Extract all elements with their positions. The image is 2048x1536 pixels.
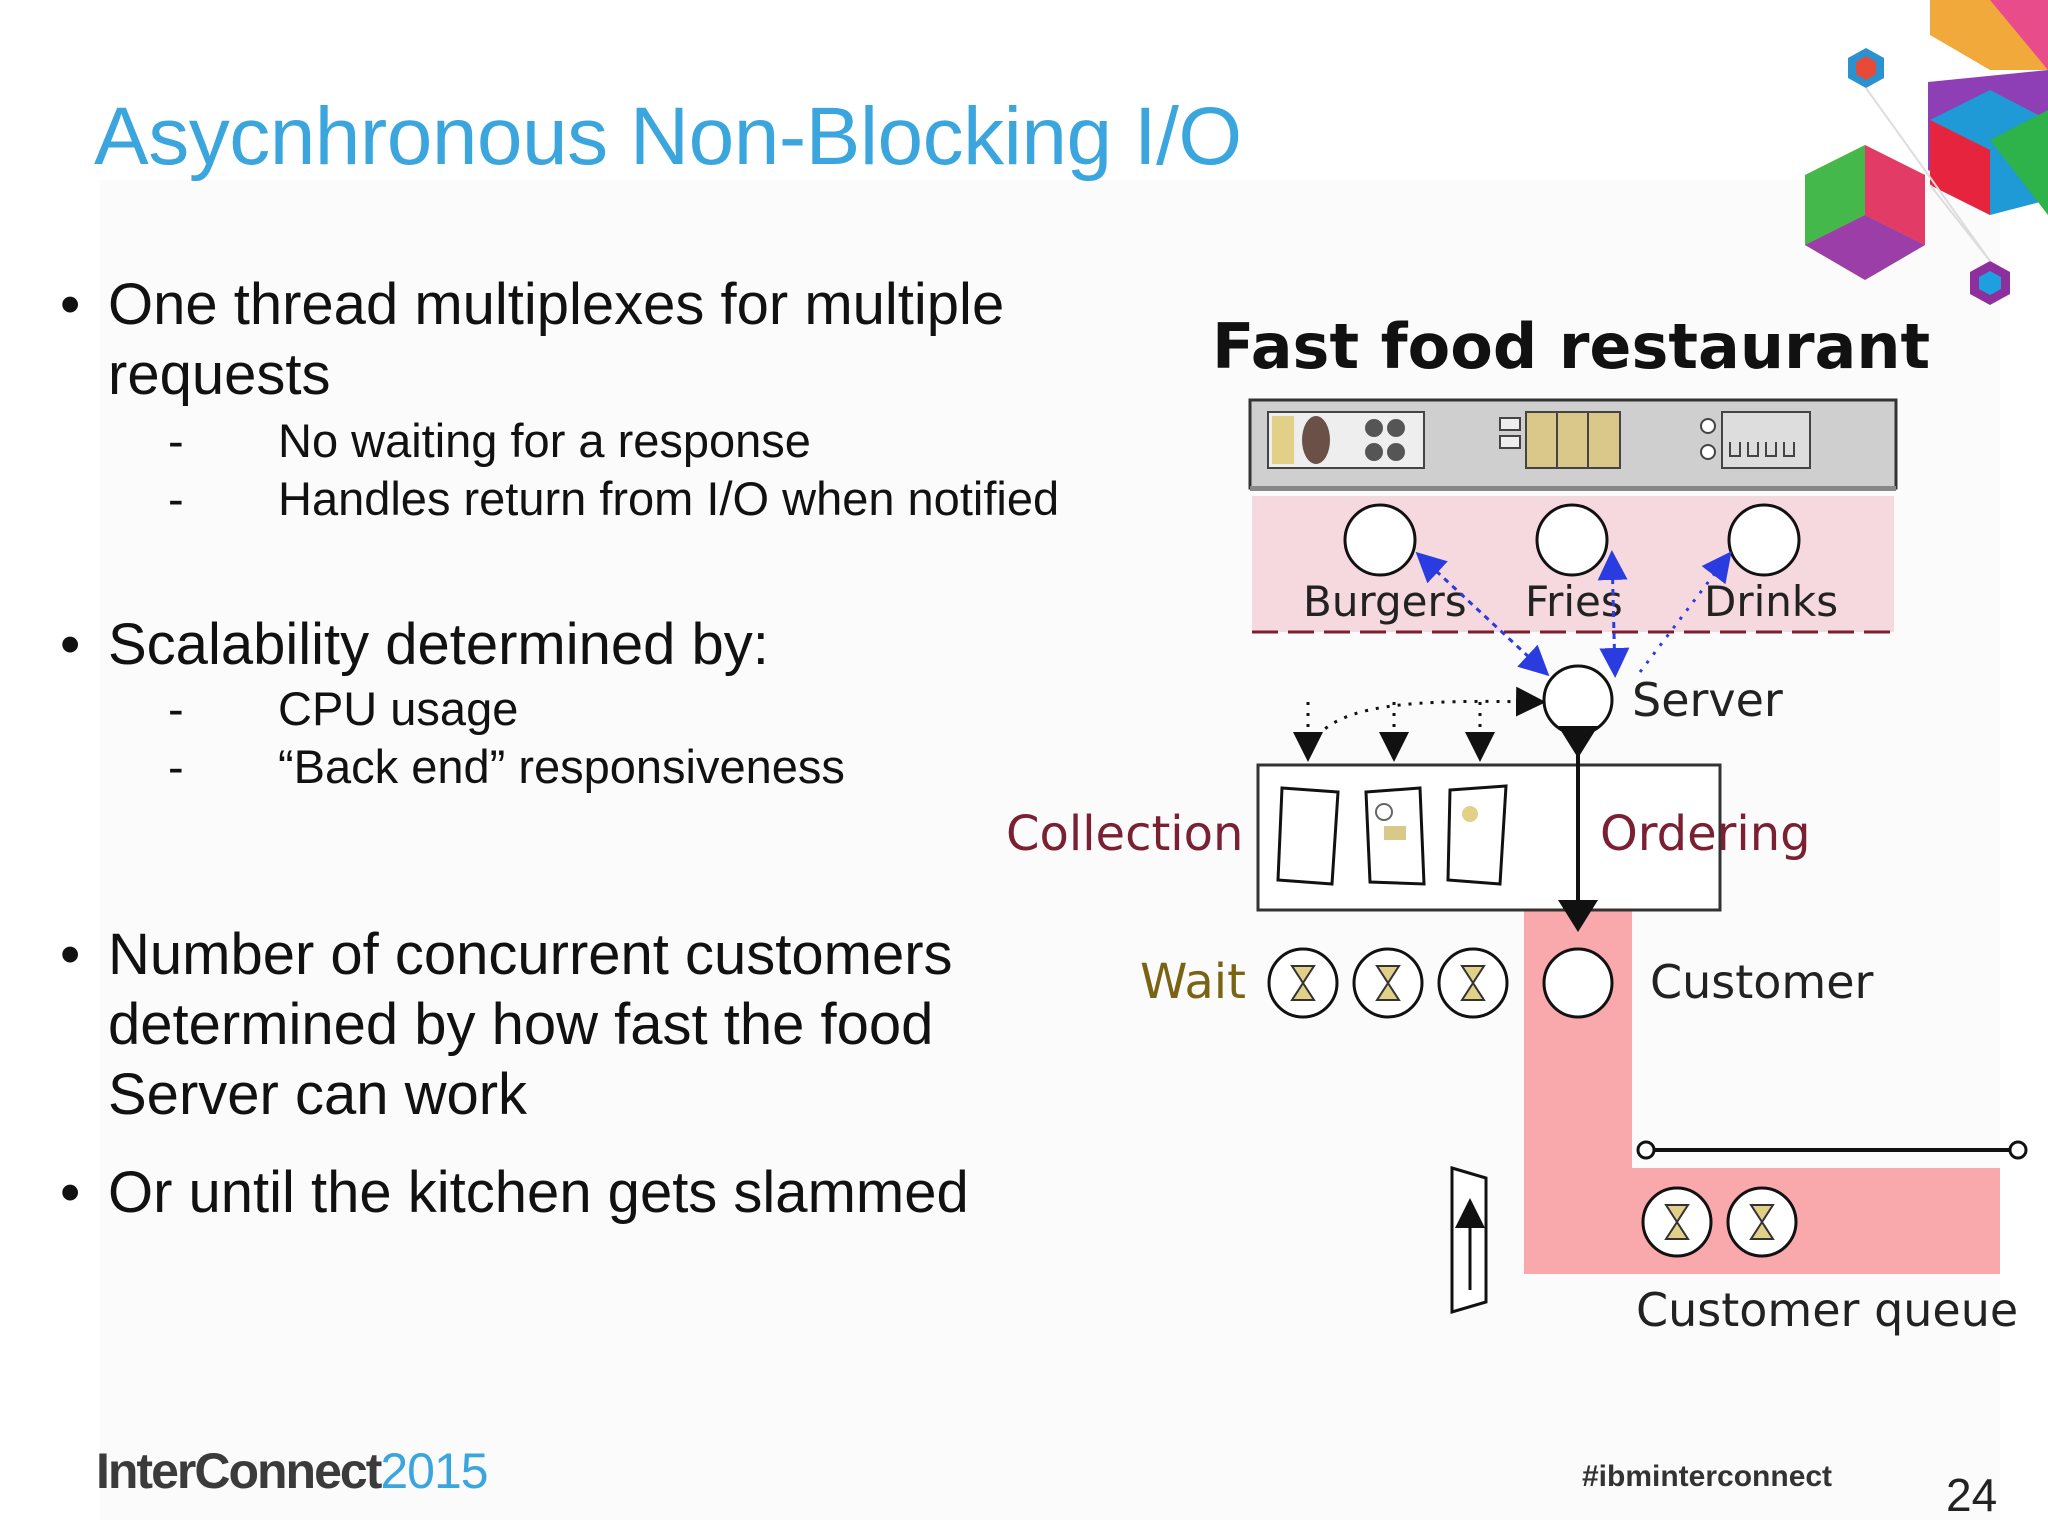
sub-text: No waiting for a response <box>278 414 811 467</box>
hourglass-icon <box>1664 1204 1775 1240</box>
wait-label: Wait <box>1140 954 1246 1010</box>
sub-text: CPU usage <box>278 682 519 735</box>
station-label-drinks: Drinks <box>1704 577 1838 626</box>
footer-year: 2015 <box>380 1443 488 1499</box>
page-number: 24 <box>1946 1469 1998 1521</box>
bullet-line: Scalability determined by: <box>108 612 769 677</box>
hashtag: #ibminterconnect <box>1582 1460 1833 1493</box>
station-label-fries: Fries <box>1525 577 1623 626</box>
sub-marker: - <box>168 472 184 525</box>
customer-node <box>1542 947 1614 1019</box>
bullet-marker: • <box>60 272 81 337</box>
server-node <box>1542 664 1614 736</box>
diagram-title: Fast food restaurant <box>1212 310 1930 383</box>
bullet-line: determined by how fast the food <box>108 992 934 1057</box>
bullet-marker: • <box>60 922 81 987</box>
drinks-station <box>1727 503 1801 577</box>
hexagon-logo-decoration <box>1805 0 2048 305</box>
hourglass-icon <box>1290 965 1486 1001</box>
sub-text: Handles return from I/O when notified <box>278 472 1060 525</box>
collection-label: Collection <box>1006 806 1243 862</box>
sub-marker: - <box>168 414 184 467</box>
slide-title: Asycnhronous Non-Blocking I/O <box>94 91 1242 182</box>
customer-label: Customer <box>1650 955 1874 1009</box>
delivery-arrows <box>1293 686 1546 762</box>
fries-station <box>1535 503 1609 577</box>
sub-marker: - <box>168 682 184 735</box>
kitchen-counter <box>1248 398 1898 491</box>
bullet-line: requests <box>108 342 331 407</box>
ordering-label: Ordering <box>1600 806 1811 862</box>
bullet-marker: • <box>60 1160 81 1225</box>
server-label: Server <box>1632 673 1783 727</box>
server-station-arrows <box>1415 550 1732 678</box>
bullet-line: Or until the kitchen gets slammed <box>108 1160 969 1225</box>
footer-logo: InterConnect2015 <box>96 1442 489 1500</box>
footer-brand: InterConnect <box>96 1443 382 1499</box>
bullet-line: One thread multiplexes for multiple <box>108 272 1005 337</box>
burgers-station <box>1343 503 1417 577</box>
customer-queue-label: Customer queue <box>1636 1283 2018 1337</box>
sub-text: “Back end” responsiveness <box>278 740 845 793</box>
bullet-line: Server can work <box>108 1062 528 1127</box>
station-label-burgers: Burgers <box>1303 577 1467 626</box>
bullet-marker: • <box>60 612 81 677</box>
rope-barrier <box>1636 1140 2028 1160</box>
sub-marker: - <box>168 740 184 793</box>
bullet-line: Number of concurrent customers <box>108 922 953 987</box>
entrance-door <box>1450 1165 1488 1315</box>
